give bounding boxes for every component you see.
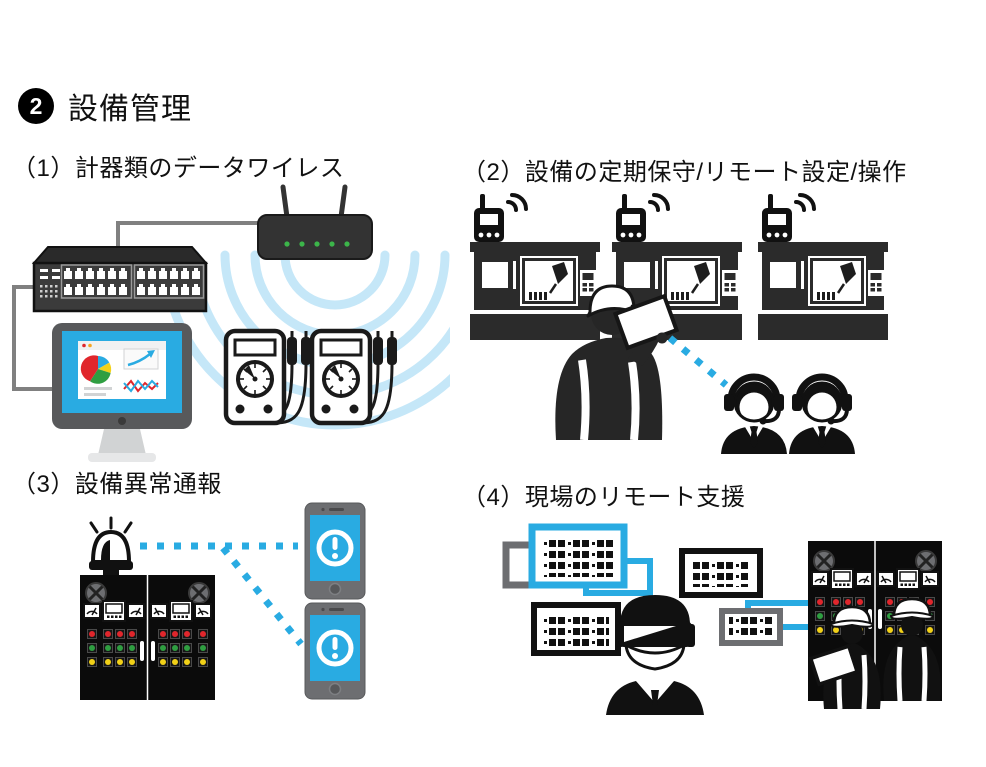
- section-3-label: （3）設備異常通報: [12, 471, 222, 498]
- section-1-illustration: [12, 184, 450, 462]
- trend-arrow-chart-icon: [123, 348, 159, 370]
- section-1-wireless-data-figure: [0, 183, 450, 473]
- number-2-badge-icon: 2: [18, 88, 54, 124]
- section-4-illustration: [502, 523, 986, 715]
- smart-glasses-user-icon: [606, 595, 704, 715]
- data-panel-icon: [531, 602, 621, 656]
- page-title: 設備管理: [68, 93, 192, 126]
- pie-chart-icon: [80, 355, 112, 384]
- lan-cable-lines: [12, 221, 258, 391]
- data-panel-icon: [679, 548, 763, 598]
- data-panel-icon: [528, 523, 628, 589]
- line-chart-icon: [123, 379, 159, 393]
- alarm-lamp-icon: [89, 516, 133, 576]
- smartphone-alert-icon: [305, 603, 365, 699]
- data-panel-icon: [719, 608, 783, 646]
- section-3-illustration: [80, 500, 455, 730]
- cnc-machine-icon: [756, 192, 890, 342]
- section-4-label: （4）現場のリモート支援: [462, 484, 746, 511]
- page-header: 2 設備管理: [18, 84, 192, 128]
- section-2-label: （2）設備の定期保守/リモート設定/操作: [462, 159, 907, 186]
- section-1-label: （1）計器類のデータワイレス: [12, 155, 345, 182]
- multimeter-icon: [312, 331, 397, 423]
- headset-operator-icon: [721, 377, 787, 454]
- headset-operator-icon: [789, 377, 855, 454]
- network-switch-icon: [31, 246, 209, 313]
- section-4-remote-support-figure: [486, 505, 986, 757]
- section-2-illustration: [468, 192, 890, 470]
- section-3-alert-figure: [55, 500, 455, 730]
- wifi-router-icon: [257, 184, 373, 260]
- section-2-maintenance-figure: [462, 188, 952, 470]
- smartphone-alert-icon: [305, 503, 365, 599]
- multimeter-icon: [226, 331, 311, 423]
- control-cabinet-icon: [80, 575, 215, 700]
- wireless-link-dotted-line: [667, 335, 729, 388]
- cnc-machine-icon: [468, 192, 602, 342]
- wireless-link-dotted-line: [140, 542, 304, 647]
- desktop-monitor-icon: [52, 323, 192, 462]
- field-worker-icon: [555, 284, 680, 441]
- tablet-icon: [808, 643, 860, 687]
